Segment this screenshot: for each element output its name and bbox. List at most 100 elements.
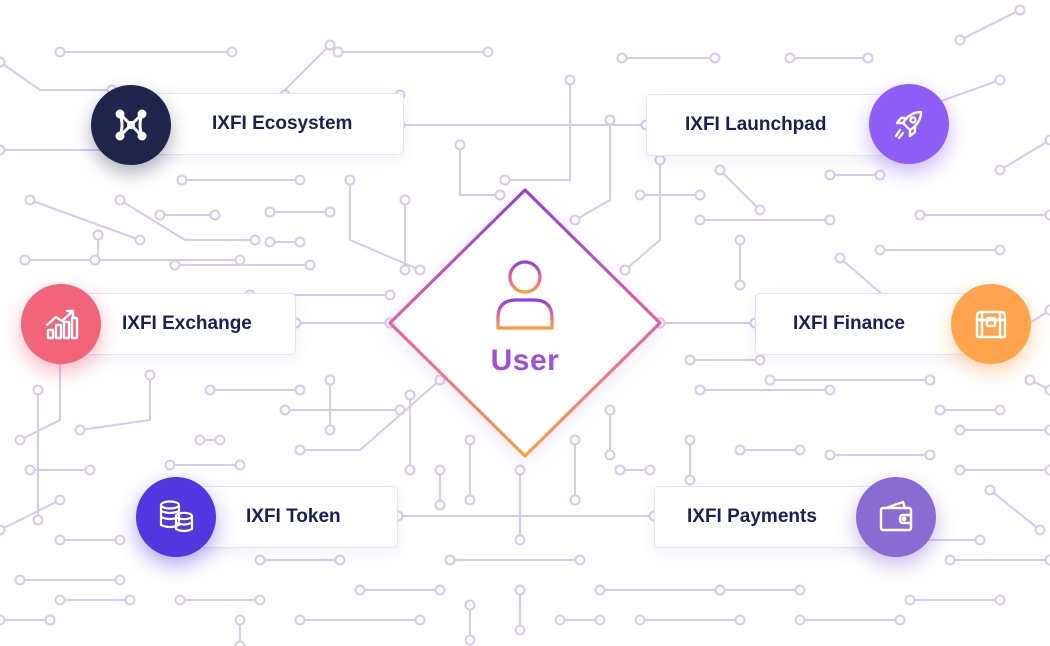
circuit-node [144,369,156,381]
circuit-trace [459,145,500,196]
circuit-node [54,494,66,506]
circuit-node [994,74,1006,86]
circuit-node [644,464,656,476]
circuit-node [714,584,726,596]
circuit-node [944,554,956,566]
circuit-node [174,594,186,606]
circuit-node [169,259,181,271]
circuit-node [834,252,846,264]
circuit-node [54,46,66,58]
circuit-trace [719,169,761,211]
circuit-node [434,499,446,511]
circuit-node [324,374,336,386]
circuit-node [794,614,806,626]
circuit-node [134,234,146,246]
circuit-node [114,194,126,206]
card-ixfi-exchange: IXFI Exchange [72,293,296,355]
card-label: IXFI Exchange [122,313,252,334]
circuit-node [32,384,44,396]
card-label: IXFI Payments [687,506,817,527]
circuit-node [384,289,396,301]
circuit-trace [19,360,61,441]
circuit-node [924,449,936,461]
circuit-node [54,534,66,546]
circuit-node [734,279,746,291]
circuit-node [92,229,104,241]
circuit-node [754,204,766,216]
circuit-node [32,514,44,526]
circuit-node [974,534,986,546]
growth-chart-icon [21,284,101,364]
circuit-node [754,354,766,366]
circuit-node [594,614,606,626]
circuit-node [234,640,246,646]
circuit-node [594,584,606,596]
circuit-trace [349,180,421,271]
circuit-node [254,554,266,566]
circuit-node [1044,464,1050,476]
circuit-node [764,374,776,386]
circuit-node [874,169,886,181]
card-ixfi-payments: IXFI Payments [654,486,880,548]
circuit-node [74,424,86,436]
circuit-node [444,554,456,566]
circuit-node [214,434,226,446]
circuit-node [324,39,336,51]
circuit-node [124,594,136,606]
circuit-node [1044,384,1050,396]
circuit-node [344,174,356,186]
circuit-node [454,139,466,151]
circuit-node [569,434,581,446]
circuit-node [714,164,726,176]
circuit-node [324,206,336,218]
circuit-node [294,614,306,626]
circuit-node [164,459,176,471]
circuit-node [264,236,276,248]
coins-icon [136,477,216,557]
circuit-trace [624,160,661,271]
circuit-node [554,614,566,626]
circuit-node [1044,304,1050,316]
circuit-node [684,474,696,486]
circuit-node [862,52,874,64]
circuit-node [176,174,188,186]
circuit-node [264,206,276,218]
circuit-node [734,234,746,246]
circuit-node [434,464,446,476]
circuit-node [874,244,886,256]
circuit-node [414,264,426,276]
circuit-node [209,209,221,221]
card-label: IXFI Finance [793,313,905,334]
card-ixfi-token: IXFI Token [192,486,398,548]
circuit-node [44,614,56,626]
circuit-trace [300,379,441,451]
circuit-node [824,384,836,396]
treasure-chest-icon [951,284,1031,364]
circuit-node [114,534,126,546]
circuit-node [0,524,6,536]
circuit-node [414,614,426,626]
circuit-node [194,434,206,446]
circuit-node [604,449,616,461]
circuit-node [24,194,36,206]
circuit-node [824,169,836,181]
circuit-trace [505,80,571,181]
circuit-node [24,464,36,476]
circuit-node [694,384,706,396]
card-ixfi-ecosystem: IXFI Ecosystem [148,93,404,155]
circuit-node [1044,424,1050,436]
circuit-node [234,459,246,471]
circuit-trace [574,120,611,221]
circuit-node [924,374,936,386]
circuit-trace [959,9,1021,41]
circuit-node [0,614,6,626]
circuit-node [434,374,446,386]
circuit-node [694,214,706,226]
circuit-node [464,634,476,646]
circuit-node [54,594,66,606]
circuit-node [404,389,416,401]
circuit-node [994,164,1006,176]
circuit-node [14,574,26,586]
circuit-trace [999,139,1050,171]
circuit-node [494,189,506,201]
